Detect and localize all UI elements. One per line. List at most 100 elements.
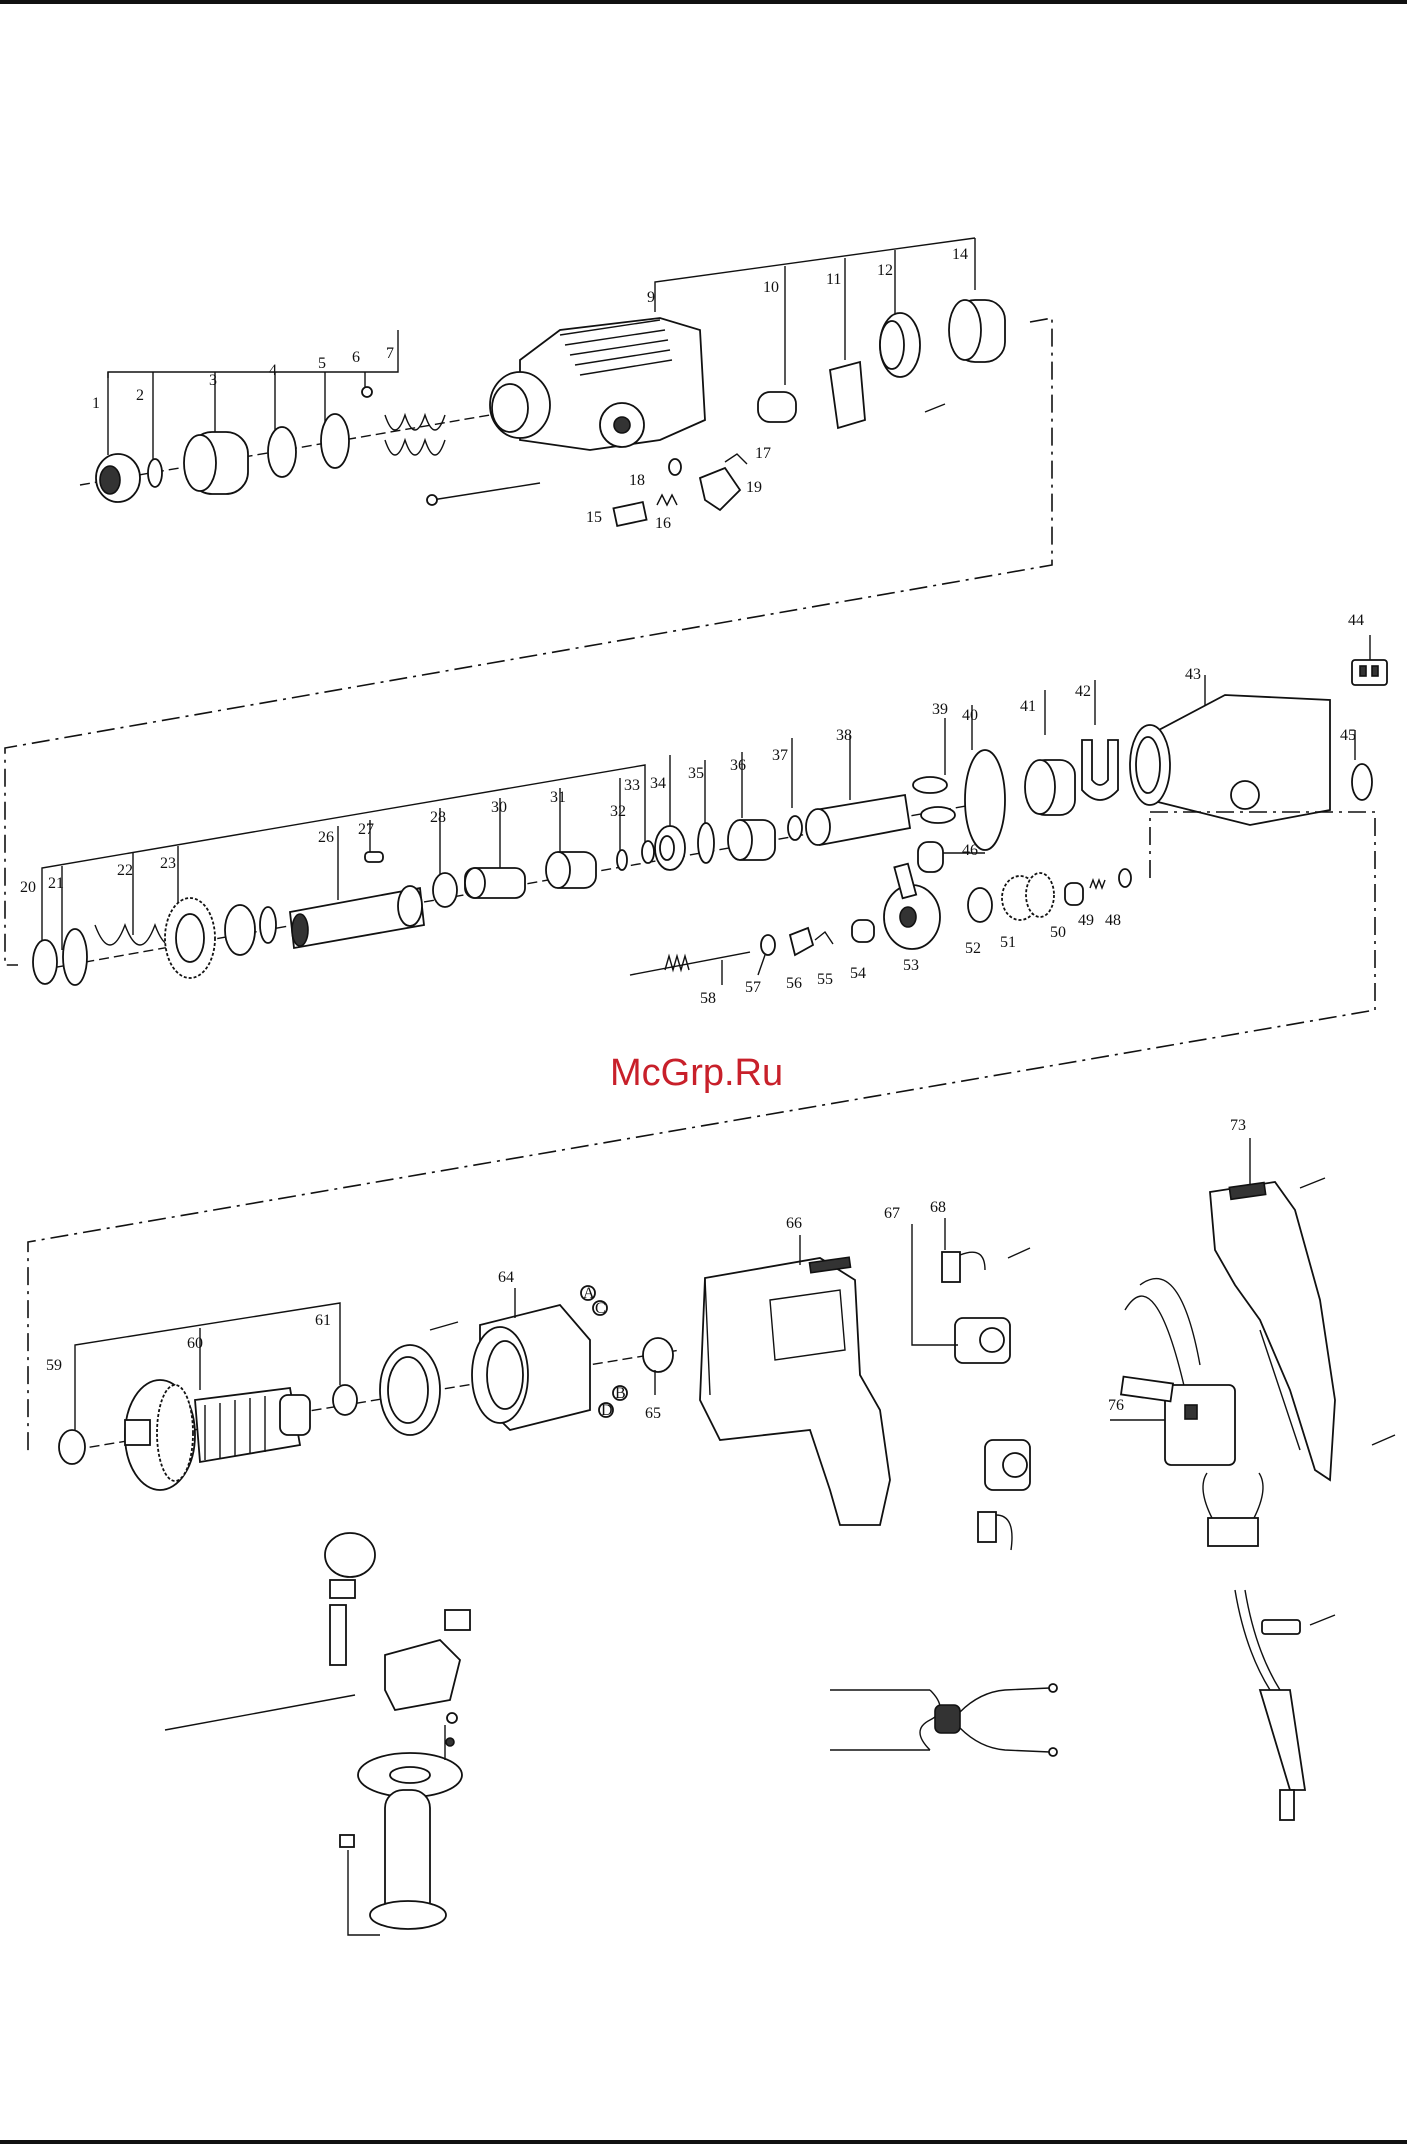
- label-16: 16: [655, 515, 671, 532]
- part-55-clip: [815, 932, 833, 944]
- part-9-gear-housing: [490, 318, 705, 450]
- part-68-carbon-brush: [942, 1252, 985, 1282]
- part-23-gear: [165, 898, 215, 978]
- part-43-cylinder-housing: [1130, 695, 1330, 825]
- handle-screw-top: [1300, 1178, 1325, 1188]
- label-40: 40: [962, 707, 978, 724]
- label-30: 30: [491, 799, 507, 816]
- label-53: 53: [903, 957, 919, 974]
- part-1-chuck-nose: [96, 454, 140, 502]
- svg-text:B: B: [615, 1385, 626, 1402]
- label-28: 28: [430, 809, 446, 826]
- part-67-brush-holder: [955, 1318, 1010, 1363]
- part-40-oring: [965, 750, 1005, 850]
- brush-lower: [978, 1512, 1012, 1550]
- part-54-bush: [852, 920, 874, 942]
- label-35: 35: [688, 765, 704, 782]
- label-41: 41: [1020, 698, 1036, 715]
- part-56-clip: [790, 928, 813, 955]
- label-6: 6: [352, 349, 360, 366]
- part-28-ring: [433, 873, 457, 907]
- part-19-knob: [700, 468, 740, 510]
- label-67: 67: [884, 1205, 900, 1222]
- part-38-cylinder: [806, 795, 910, 845]
- part-44-connector: [1352, 660, 1387, 685]
- svg-text:C: C: [595, 1300, 606, 1317]
- part-52-ring: [968, 888, 992, 922]
- section-gear-housing: 1 2 3 4 5 6 7 9 10 11 12 14 15 16 17 18 …: [80, 238, 1005, 532]
- svg-text:A: A: [583, 1285, 595, 1302]
- label-68: 68: [930, 1199, 946, 1216]
- part-76-switch: [1121, 1377, 1235, 1465]
- part-6-ball: [362, 387, 372, 397]
- part-15-brush: [613, 502, 646, 526]
- part-61-bearing: [333, 1385, 357, 1415]
- brush-holder-lower: [985, 1440, 1030, 1490]
- label-9: 9: [647, 289, 655, 306]
- label-48: 48: [1105, 912, 1121, 929]
- capacitor: [1203, 1473, 1263, 1546]
- housing-long-screw: [427, 483, 540, 505]
- handle-screw-right: [1372, 1435, 1395, 1445]
- part-64-stator: [472, 1305, 590, 1430]
- label-39: 39: [932, 701, 948, 718]
- part-65-bearing: [643, 1338, 673, 1372]
- svg-text:D: D: [601, 1402, 613, 1419]
- wire-marker-c: C: [593, 1300, 607, 1317]
- label-46: 46: [962, 842, 978, 859]
- cable-clamp: [1262, 1615, 1335, 1634]
- label-17: 17: [755, 445, 771, 462]
- section-motor-housing: A C B D: [46, 1117, 1395, 1935]
- part-41-bearing: [1025, 760, 1075, 815]
- label-20: 20: [20, 879, 36, 896]
- part-53-wobble: [884, 864, 940, 949]
- part-5-disc: [321, 414, 349, 468]
- housing-screw-small: [925, 404, 945, 412]
- label-73: 73: [1230, 1117, 1246, 1134]
- part-32-oring: [617, 850, 627, 870]
- part-3-sleeve: [184, 432, 248, 494]
- part-2-ring: [148, 459, 162, 487]
- part-4-ring: [268, 427, 296, 477]
- label-76: 76: [1108, 1397, 1124, 1414]
- label-42: 42: [1075, 683, 1091, 700]
- part-34-bush: [655, 826, 685, 870]
- label-50: 50: [1050, 924, 1066, 941]
- label-58: 58: [700, 990, 716, 1007]
- part-37-ring: [788, 816, 802, 840]
- part-35-ring: [698, 823, 714, 863]
- part-57-washer: [761, 935, 775, 955]
- part-49-spring: [1090, 880, 1105, 888]
- label-10: 10: [763, 279, 779, 296]
- label-7: 7: [386, 345, 394, 362]
- label-23: 23: [160, 855, 176, 872]
- label-19: 19: [746, 479, 762, 496]
- label-11: 11: [826, 271, 841, 288]
- label-22: 22: [117, 862, 133, 879]
- wire-marker-a: A: [581, 1285, 595, 1302]
- label-54: 54: [850, 965, 866, 982]
- label-4: 4: [269, 362, 277, 379]
- label-33: 33: [624, 777, 640, 794]
- part-42-clip: [1082, 740, 1118, 800]
- label-56: 56: [786, 975, 802, 992]
- label-64: 64: [498, 1269, 514, 1286]
- wire-marker-b: B: [613, 1385, 627, 1402]
- part-58-drive-shaft: [630, 952, 750, 975]
- part-30-piston: [465, 868, 525, 898]
- part-59-bearing: [59, 1430, 85, 1464]
- part-17-clip: [725, 454, 747, 464]
- part-26-spindle: [290, 886, 424, 948]
- label-31: 31: [550, 789, 566, 806]
- wire-marker-d: D: [599, 1402, 613, 1419]
- part-31-striker: [546, 852, 596, 888]
- stator-screw: [430, 1322, 458, 1330]
- part-20-ring: [33, 940, 57, 984]
- part-11-plate: [830, 362, 865, 428]
- part-46-pin: [918, 842, 943, 872]
- label-36: 36: [730, 757, 746, 774]
- ring-23b: [260, 907, 276, 943]
- part-12-ring: [880, 313, 920, 377]
- part-66-motor-housing: [700, 1257, 890, 1525]
- label-51: 51: [1000, 934, 1016, 951]
